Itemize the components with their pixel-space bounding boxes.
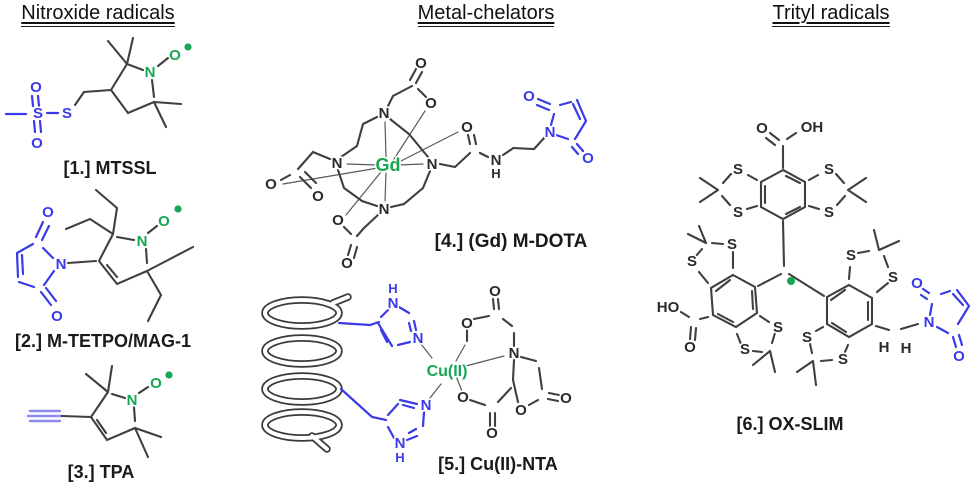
label-ox-slim: [6.] OX-SLIM [736, 414, 844, 434]
atom-label: O [42, 204, 54, 221]
atom-label: N [395, 435, 406, 452]
radical-dot [787, 277, 795, 285]
atom-label: O [265, 176, 277, 193]
atom-label: N [388, 295, 399, 312]
label-gd-mdota: [4.] (Gd) M-DOTA [434, 231, 588, 252]
atom-label: O [150, 375, 162, 392]
atom-label: N [56, 256, 67, 273]
bonds [4, 36, 183, 134]
atom-label: O [457, 389, 469, 406]
atom-label: H [388, 281, 397, 296]
atom-label: O [684, 339, 696, 356]
cu-nta-structure: H N N Cu(II) N N H O O N O O O O [261, 279, 574, 467]
bonds [279, 67, 588, 260]
atom-label: N [545, 124, 556, 141]
atom-label: N [427, 156, 438, 173]
atom-label: S [62, 105, 72, 122]
atom-label: O [332, 212, 344, 229]
atom-label: O [158, 213, 170, 230]
atom-label: S [740, 341, 750, 358]
atom-label: O [582, 150, 594, 167]
atom-label: S [33, 105, 43, 122]
atom-label-cu: Cu(II) [427, 363, 468, 380]
atom-label: S [824, 204, 834, 221]
label-mtetpo: [2.] M-TETPO/MAG-1 [15, 331, 191, 351]
atom-label: N [509, 345, 520, 362]
atom-label: O [523, 88, 535, 105]
atom-label: N [413, 330, 424, 347]
atom-label: S [846, 247, 856, 264]
atom-label: N [127, 392, 138, 409]
atom-label: S [888, 269, 898, 286]
protein-helix [261, 293, 352, 453]
atom-label: O [169, 47, 181, 64]
atom-label: S [687, 253, 697, 270]
atom-label: N [145, 64, 156, 81]
atom-label: S [802, 329, 812, 346]
atom-label: O [461, 119, 473, 136]
atom-label: H [395, 450, 404, 465]
mtetpo-structure: O N O N O [15, 188, 195, 327]
atom-label: O [756, 120, 768, 137]
atom-label: S [824, 161, 834, 178]
atom-label: O [425, 95, 437, 112]
label-tpa: [3.] TPA [67, 462, 135, 482]
atom-label: S [733, 161, 743, 178]
atom-label: O [486, 425, 498, 442]
helix-fill [263, 295, 350, 451]
radical-dot [184, 43, 192, 51]
header-trityl-radicals: Trityl radicals [737, 2, 925, 27]
atom-label: N [924, 314, 935, 331]
bonds [337, 297, 561, 442]
atom-label: O [30, 79, 42, 96]
atom-label: O [341, 255, 353, 272]
radical-dot [174, 205, 182, 213]
atom-label: HO [657, 299, 680, 316]
atom-label: N [332, 155, 343, 172]
atom-label: O [560, 390, 572, 407]
bonds [26, 364, 163, 459]
radical-dot [165, 371, 173, 379]
atom-label: O [51, 308, 63, 325]
atom-label: O [415, 55, 427, 72]
atom-label: S [838, 351, 848, 368]
header-metal-chelators: Metal-chelators [392, 2, 580, 27]
atom-label: H [879, 339, 890, 356]
atom-label: O [911, 275, 923, 292]
atom-label: O [515, 402, 527, 419]
tpa-structure: N O [26, 364, 173, 459]
atom-label: S [727, 236, 737, 253]
header-nitroxide-radicals: Nitroxide radicals [7, 2, 189, 27]
mtssl-structure: O S O S N O [4, 36, 192, 154]
ox-slim-structure: O OH S S S S HO O S S S S S S S S H H O … [655, 117, 971, 387]
atom-label: N [137, 233, 148, 250]
atom-label: S [733, 204, 743, 221]
label-cu-nta: [5.] Cu(II)-NTA [438, 454, 558, 474]
atom-label: O [312, 188, 324, 205]
gd-mdota-structure: N N N N Gd O O O O O O O N H O N O [264, 53, 596, 273]
atom-label: H [901, 340, 912, 357]
atom-label-gd: Gd [376, 155, 401, 175]
atom-label: OH [801, 119, 824, 136]
bonds [679, 131, 971, 387]
atom-label: O [31, 135, 43, 152]
bonds [15, 188, 195, 323]
atom-label: O [461, 315, 473, 332]
atom-label: N [379, 105, 390, 122]
atom-label: O [489, 283, 501, 300]
atom-label: O [953, 348, 965, 365]
atom-label: S [773, 319, 783, 336]
atom-label: N [379, 201, 390, 218]
atom-label: N [421, 397, 432, 414]
atom-label: N [491, 152, 502, 169]
label-mtssl: [1.] MTSSL [63, 158, 157, 178]
atom-label: H [491, 166, 500, 181]
